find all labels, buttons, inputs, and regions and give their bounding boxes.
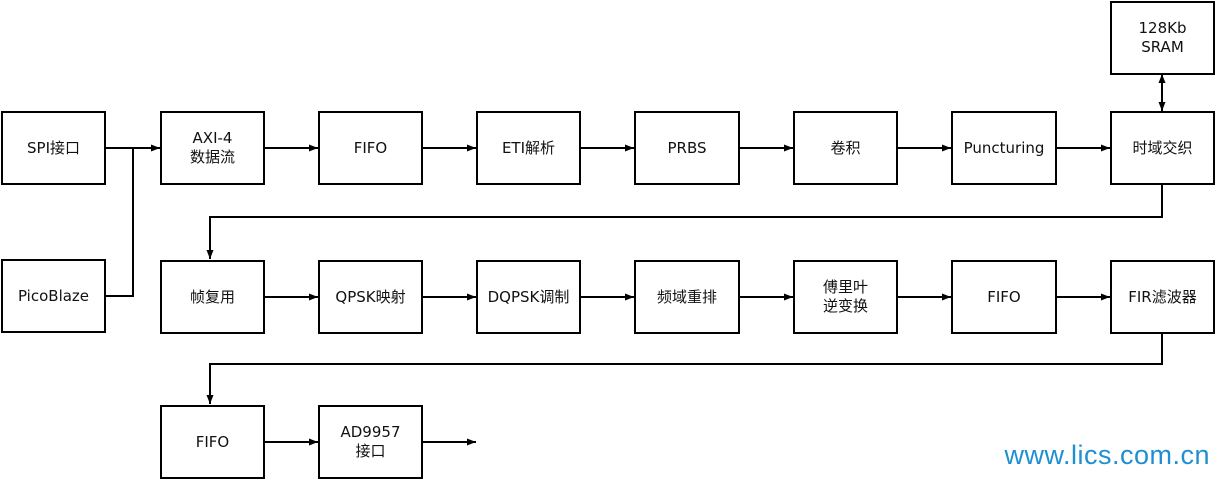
block-axi-stream: AXI-4 数据流 xyxy=(160,111,265,185)
line-picoblaze-to-bus xyxy=(105,148,134,297)
block-eti-parse: ETI解析 xyxy=(476,111,581,185)
block-picoblaze: PicoBlaze xyxy=(1,259,106,333)
block-qpsk-map: QPSK映射 xyxy=(318,260,423,334)
block-dqpsk-mod: DQPSK调制 xyxy=(476,260,581,334)
block-convolution: 卷积 xyxy=(793,111,898,185)
block-ad9957: AD9957 接口 xyxy=(318,405,423,479)
block-sram: 128Kb SRAM xyxy=(1110,1,1215,75)
watermark: www.lics.com.cn xyxy=(1004,440,1210,470)
block-spi: SPI接口 xyxy=(1,111,106,185)
arrow-fir-to-fifo3 xyxy=(206,333,1163,404)
block-ifft: 傅里叶 逆变换 xyxy=(793,260,898,334)
arrow-tdi-to-frame xyxy=(206,184,1163,259)
block-fir-filter: FIR滤波器 xyxy=(1110,260,1215,334)
block-freq-reorder: 频域重排 xyxy=(634,260,740,334)
block-prbs: PRBS xyxy=(634,111,740,185)
block-fifo-1: FIFO xyxy=(318,111,423,185)
block-fifo-2: FIFO xyxy=(951,260,1057,334)
block-time-interleave: 时域交织 xyxy=(1110,111,1215,185)
block-frame-mux: 帧复用 xyxy=(160,260,265,334)
block-fifo-3: FIFO xyxy=(160,405,265,479)
block-puncturing: Puncturing xyxy=(951,111,1057,185)
